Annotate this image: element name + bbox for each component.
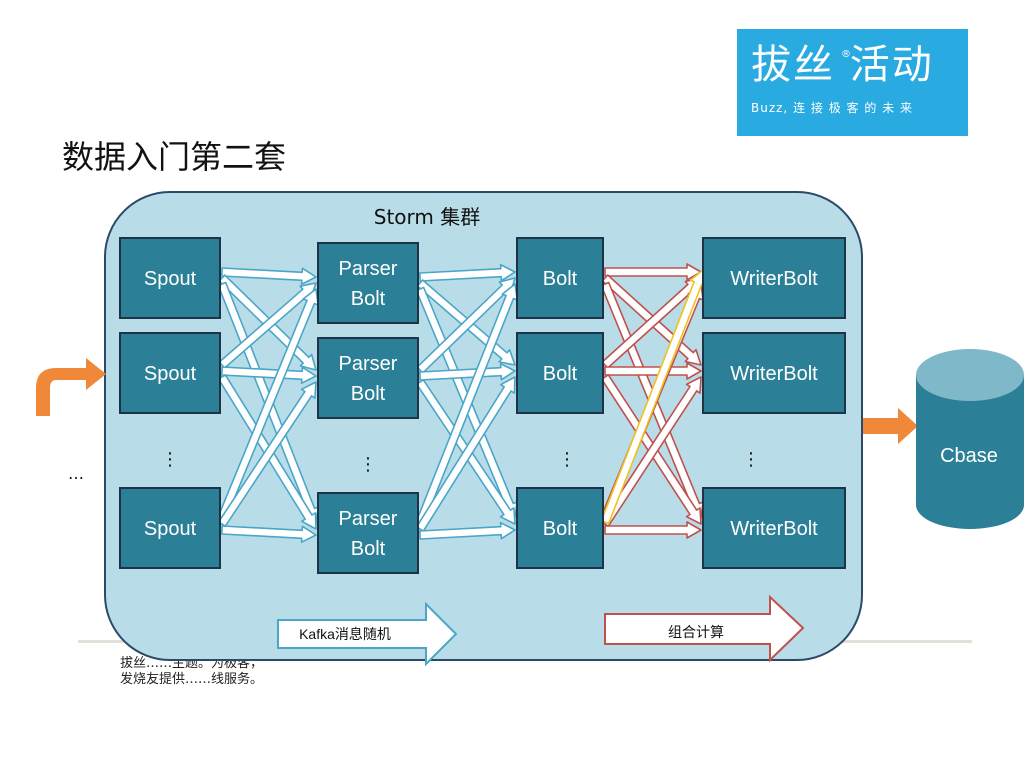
cbase-cylinder-body xyxy=(916,375,1024,529)
spout-label: Spout xyxy=(144,518,197,540)
cbase-cylinder-top xyxy=(916,349,1024,401)
spout-box xyxy=(119,487,221,569)
spout-label: Spout xyxy=(144,268,197,290)
parser-bolt-box xyxy=(317,242,419,324)
bolt-to-writer-arrow xyxy=(604,521,702,539)
spout-box xyxy=(119,237,221,319)
input-ellipsis: … xyxy=(68,464,84,483)
parser-to-bolt-arrow xyxy=(415,376,516,532)
bolt-to-writer-arrow xyxy=(604,362,702,380)
bolt-node: Bolt xyxy=(516,487,604,569)
parser-to-bolt-arrow xyxy=(418,521,516,540)
writer-bolt-label: WriterBolt xyxy=(730,268,818,290)
bolt-label: Bolt xyxy=(543,518,578,540)
footer-line-2: 发烧友提供……线服务。 xyxy=(120,672,264,687)
spout-to-parser-arrow xyxy=(221,267,317,286)
parser-bolt-label: Bolt xyxy=(351,383,386,405)
bolt-label: Bolt xyxy=(543,363,578,385)
legend-kafka-latin: Kafka xyxy=(299,626,335,642)
writer-bolt-node: WriterBolt xyxy=(702,237,846,319)
spout-box xyxy=(119,332,221,414)
bolt-node: Bolt xyxy=(516,237,604,319)
bolt-label: Bolt xyxy=(543,268,578,290)
column-ellipses: ⋮ ⋮ ⋮ ⋮ xyxy=(161,449,760,475)
writer-bolt-node: WriterBolt xyxy=(702,487,846,569)
processing-nodes: SpoutSpoutSpoutParserBoltParserBoltParse… xyxy=(119,237,846,574)
writer-bolt-box xyxy=(702,487,846,569)
spout-to-parser-arrow xyxy=(217,288,319,521)
legend-combine: 组合计算 xyxy=(604,594,805,663)
bolt-box xyxy=(516,487,604,569)
spout-to-parser-arrow xyxy=(217,381,317,528)
vertical-ellipsis: ⋮ xyxy=(558,449,576,470)
spout-node: Spout xyxy=(119,332,221,414)
spout-node: Spout xyxy=(119,487,221,569)
legend-kafka-cn: 消息随机 xyxy=(335,626,391,643)
parser-to-bolt-arrow xyxy=(418,263,516,282)
parser-bolt-label: Bolt xyxy=(351,288,386,310)
legend-combine-arrow xyxy=(604,594,805,663)
connection-arrows xyxy=(217,263,707,544)
writer-bolt-label: WriterBolt xyxy=(730,518,818,540)
spout-node: Spout xyxy=(119,237,221,319)
spout-to-parser-arrow xyxy=(221,525,317,544)
legend-kafka: Kafka消息随机 xyxy=(277,601,458,667)
parser-bolt-label: Parser xyxy=(339,258,398,280)
buzz-logo: 拔丝 活动 ® Buzz, 连 接 极 客 的 未 来 xyxy=(737,29,968,136)
parser-bolt-label: Bolt xyxy=(351,538,386,560)
spout-to-parser-arrow xyxy=(221,366,317,385)
legend-kafka-label: Kafka消息随机 xyxy=(299,626,391,643)
input-arrow xyxy=(36,358,106,416)
legend-combine-label: 组合计算 xyxy=(668,625,724,641)
vertical-ellipsis: ⋮ xyxy=(742,449,760,470)
legend-kafka-arrow xyxy=(277,601,458,667)
parser-bolt-box xyxy=(317,337,419,419)
bolt-box xyxy=(516,332,604,414)
writer-bolt-node: WriterBolt xyxy=(702,332,846,414)
output-arrow xyxy=(863,408,918,444)
parser-to-bolt-arrow xyxy=(415,283,519,526)
writer-bolt-box xyxy=(702,237,846,319)
cbase-label: Cbase xyxy=(940,445,998,467)
logo-main-text: 拔丝 活动 xyxy=(751,42,934,88)
parser-bolt-box xyxy=(317,492,419,574)
cbase-database: Cbase xyxy=(916,349,1024,529)
logo-tagline: Buzz, 连 接 极 客 的 未 来 xyxy=(751,101,913,115)
writer-bolt-box xyxy=(702,332,846,414)
writer-bolt-label: WriterBolt xyxy=(730,363,818,385)
parser-bolt-label: Parser xyxy=(339,353,398,375)
cluster-label: Storm 集群 xyxy=(374,205,480,229)
bolt-to-writer-arrow xyxy=(604,263,702,281)
parser-bolt-label: Parser xyxy=(339,508,398,530)
page-title: 数据入门第二套 xyxy=(62,138,287,176)
vertical-ellipsis: ⋮ xyxy=(359,454,377,475)
bolt-box xyxy=(516,237,604,319)
vertical-ellipsis: ⋮ xyxy=(161,449,179,470)
bolt-node: Bolt xyxy=(516,332,604,414)
logo-registered-mark: ® xyxy=(841,49,851,60)
parser-to-bolt-arrow xyxy=(418,362,516,381)
spout-label: Spout xyxy=(144,363,197,385)
